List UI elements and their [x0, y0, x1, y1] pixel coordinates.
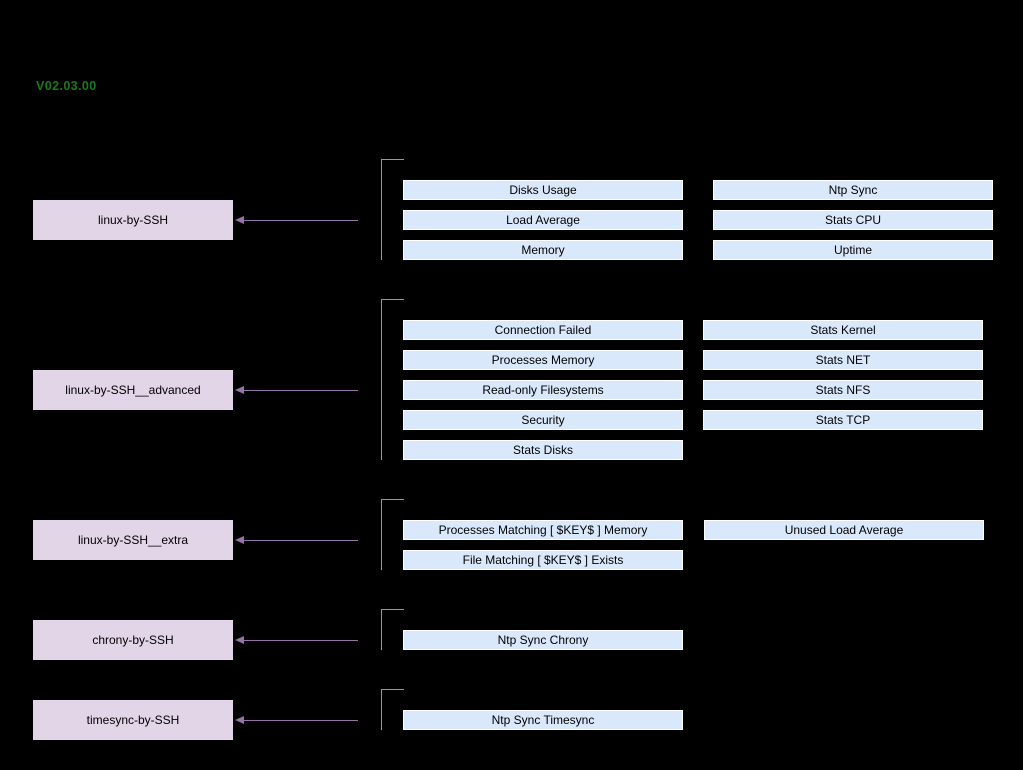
check-box: Ntp Sync Chrony	[403, 630, 683, 650]
arrow-line	[243, 390, 358, 391]
bracket-line	[381, 299, 404, 460]
arrow-line	[243, 540, 358, 541]
check-box: File Matching [ $KEY$ ] Exists	[403, 550, 683, 570]
check-box: Uptime	[713, 240, 993, 260]
arrow-line	[243, 640, 358, 641]
check-box: Load Average	[403, 210, 683, 230]
check-box: Stats Disks	[403, 440, 683, 460]
check-box: Stats NET	[703, 350, 983, 370]
template-node-chrony-by-ssh: chrony-by-SSH	[33, 620, 233, 660]
check-box: Read-only Filesystems	[403, 380, 683, 400]
template-node-linux-by-ssh-extra: linux-by-SSH__extra	[33, 520, 233, 560]
check-box: Stats NFS	[703, 380, 983, 400]
arrow-left-icon	[235, 636, 244, 644]
check-box: Processes Memory	[403, 350, 683, 370]
check-box: Processes Matching [ $KEY$ ] Memory	[403, 520, 683, 540]
bracket-line	[381, 159, 404, 260]
arrow-left-icon	[235, 536, 244, 544]
bracket-line	[381, 689, 404, 730]
arrow-left-icon	[235, 386, 244, 394]
arrow-left-icon	[235, 216, 244, 224]
arrow-left-icon	[235, 716, 244, 724]
check-box: Stats CPU	[713, 210, 993, 230]
check-box: Security	[403, 410, 683, 430]
arrow-line	[243, 720, 358, 721]
check-box: Unused Load Average	[704, 520, 984, 540]
bracket-line	[381, 609, 404, 650]
arrow-line	[243, 220, 358, 221]
template-node-timesync-by-ssh: timesync-by-SSH	[33, 700, 233, 740]
check-box: Stats TCP	[703, 410, 983, 430]
check-box: Disks Usage	[403, 180, 683, 200]
check-box: Stats Kernel	[703, 320, 983, 340]
bracket-line	[381, 499, 404, 570]
template-node-linux-by-ssh: linux-by-SSH	[33, 200, 233, 240]
template-node-linux-by-ssh-advanced: linux-by-SSH__advanced	[33, 370, 233, 410]
check-box: Ntp Sync Timesync	[403, 710, 683, 730]
check-box: Ntp Sync	[713, 180, 993, 200]
check-box: Memory	[403, 240, 683, 260]
version-label: V02.03.00	[36, 79, 97, 93]
check-box: Connection Failed	[403, 320, 683, 340]
